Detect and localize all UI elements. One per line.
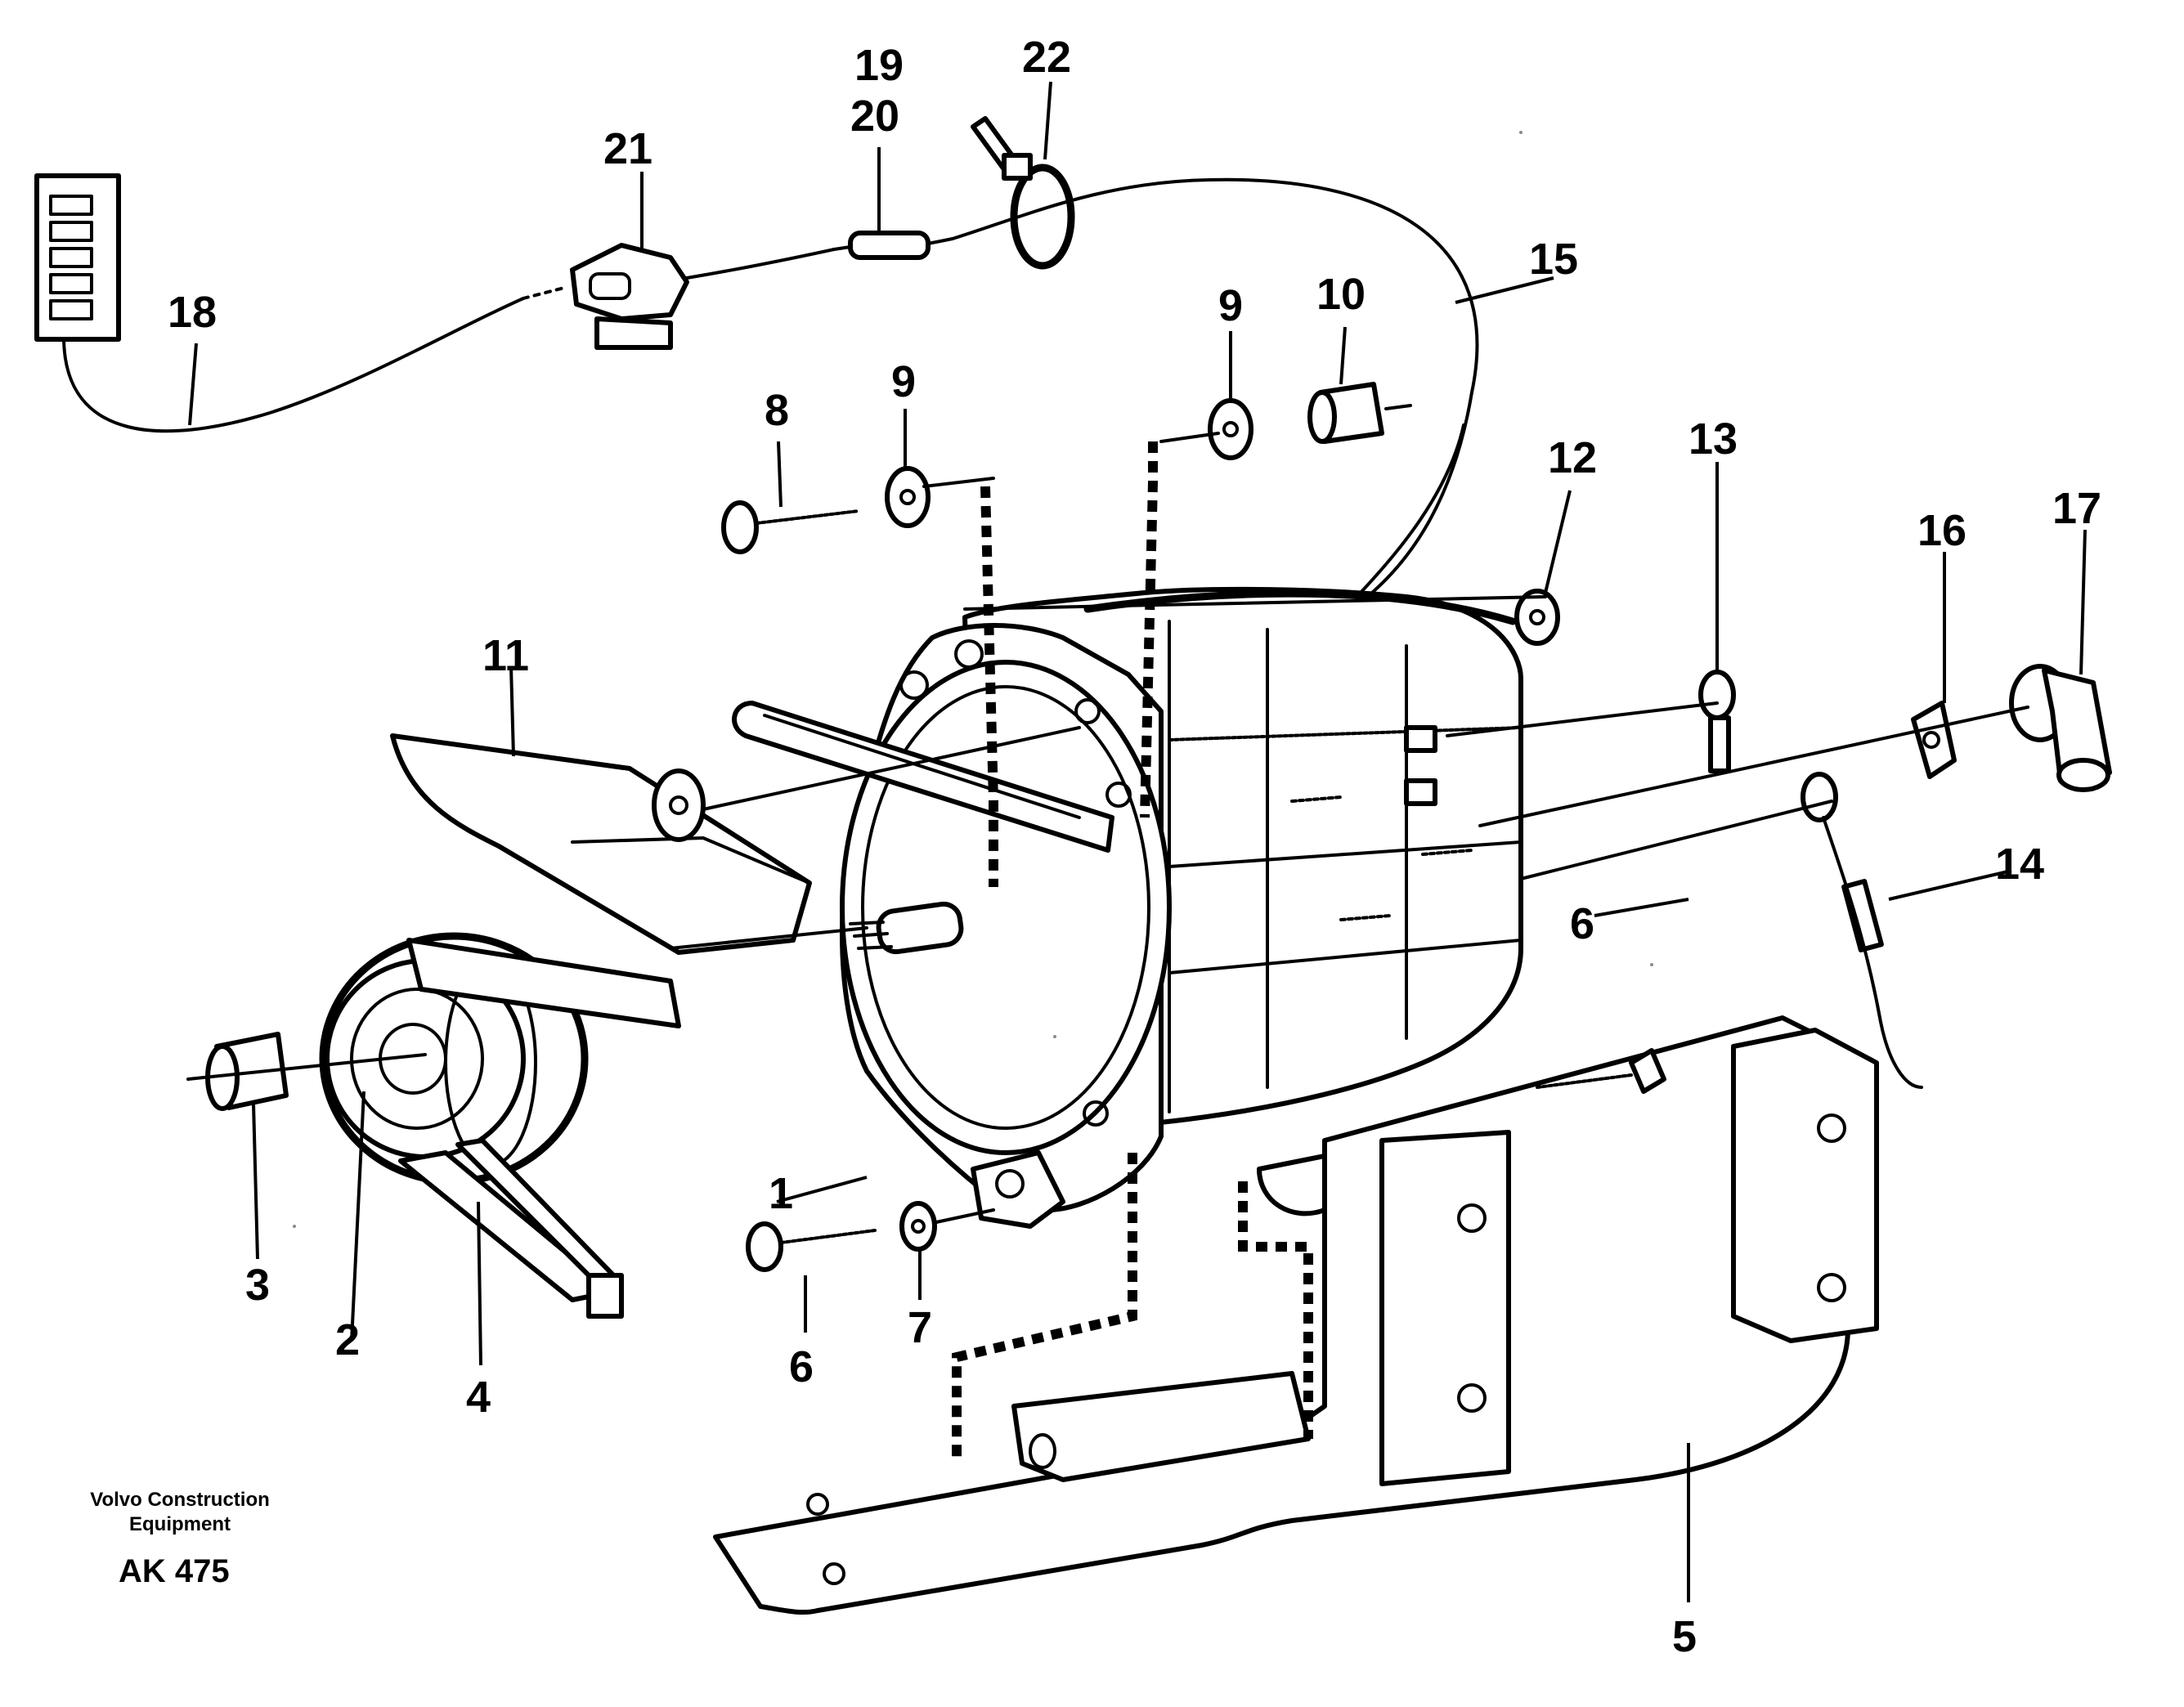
callout-11: 11 xyxy=(482,631,529,680)
ring-terminal-14 xyxy=(1801,772,1884,953)
callout-12: 12 xyxy=(1548,433,1597,482)
plug-connector-21 xyxy=(570,243,689,350)
sleeve-10 xyxy=(1307,382,1384,444)
footer-branding: Volvo Construction Equipment AK 475 xyxy=(90,1489,270,1589)
v-belts-4 xyxy=(398,938,681,1319)
callout-9-right: 9 xyxy=(1218,281,1243,330)
callout-9-left: 9 xyxy=(891,357,916,406)
inline-fuse-19-20 xyxy=(832,231,954,260)
callout-21: 21 xyxy=(603,124,653,173)
callout-6-lower: 6 xyxy=(789,1342,814,1391)
clip-16 xyxy=(1911,701,1957,779)
drawing-code: AK 475 xyxy=(119,1553,230,1589)
brand-line-1: Volvo Construction xyxy=(90,1489,270,1511)
callout-labels: 1 2 3 4 5 6 6 7 8 9 9 10 11 12 13 14 15 … xyxy=(168,33,2101,1661)
bolt-8 xyxy=(721,500,860,554)
callout-5: 5 xyxy=(1672,1612,1697,1661)
cable-21-20 xyxy=(685,248,836,280)
connector-block-18 xyxy=(34,173,121,342)
bolt-6-lower xyxy=(746,1221,877,1272)
cable-tie-22 xyxy=(971,116,1075,270)
shield-bracket-11 xyxy=(390,733,812,955)
spacer-3 xyxy=(186,1032,427,1111)
assembly-axes xyxy=(669,404,2029,1224)
terminal-boot-17 xyxy=(2009,664,2112,792)
brand-line-2: Equipment xyxy=(129,1513,231,1535)
cable-14 xyxy=(1822,816,1923,1089)
washer-9-left xyxy=(885,466,931,528)
callout-6-upper: 6 xyxy=(1570,899,1594,948)
mounting-plate-5 xyxy=(713,1015,1879,1615)
callout-17: 17 xyxy=(2052,484,2101,533)
callout-7: 7 xyxy=(908,1303,932,1352)
leader-lines xyxy=(188,81,2087,1602)
washer-7 xyxy=(899,1201,937,1252)
callout-20: 20 xyxy=(850,92,899,141)
washer-12 xyxy=(1514,589,1560,646)
callout-13: 13 xyxy=(1688,414,1738,464)
callout-18: 18 xyxy=(168,288,217,337)
callout-22: 22 xyxy=(1022,33,1071,82)
callout-10: 10 xyxy=(1316,270,1366,319)
callout-2: 2 xyxy=(335,1315,360,1364)
callout-15: 15 xyxy=(1529,235,1578,284)
callout-4: 4 xyxy=(466,1373,491,1422)
ring-terminal-13 xyxy=(1698,670,1736,773)
washer-9-right xyxy=(1208,398,1253,460)
callout-16: 16 xyxy=(1917,506,1966,555)
bolt-6-upper xyxy=(1536,1048,1666,1094)
callout-1: 1 xyxy=(769,1169,793,1218)
callout-3: 3 xyxy=(245,1261,270,1310)
callout-8: 8 xyxy=(765,386,789,435)
cable-18 xyxy=(62,297,525,433)
callout-14: 14 xyxy=(1995,840,2044,889)
callout-19: 19 xyxy=(854,41,904,90)
scan-specks xyxy=(293,131,1653,1228)
cable-15 xyxy=(951,177,1479,623)
dashed-alignment-lines xyxy=(952,441,1313,1463)
alternator-1 xyxy=(732,586,1523,1229)
